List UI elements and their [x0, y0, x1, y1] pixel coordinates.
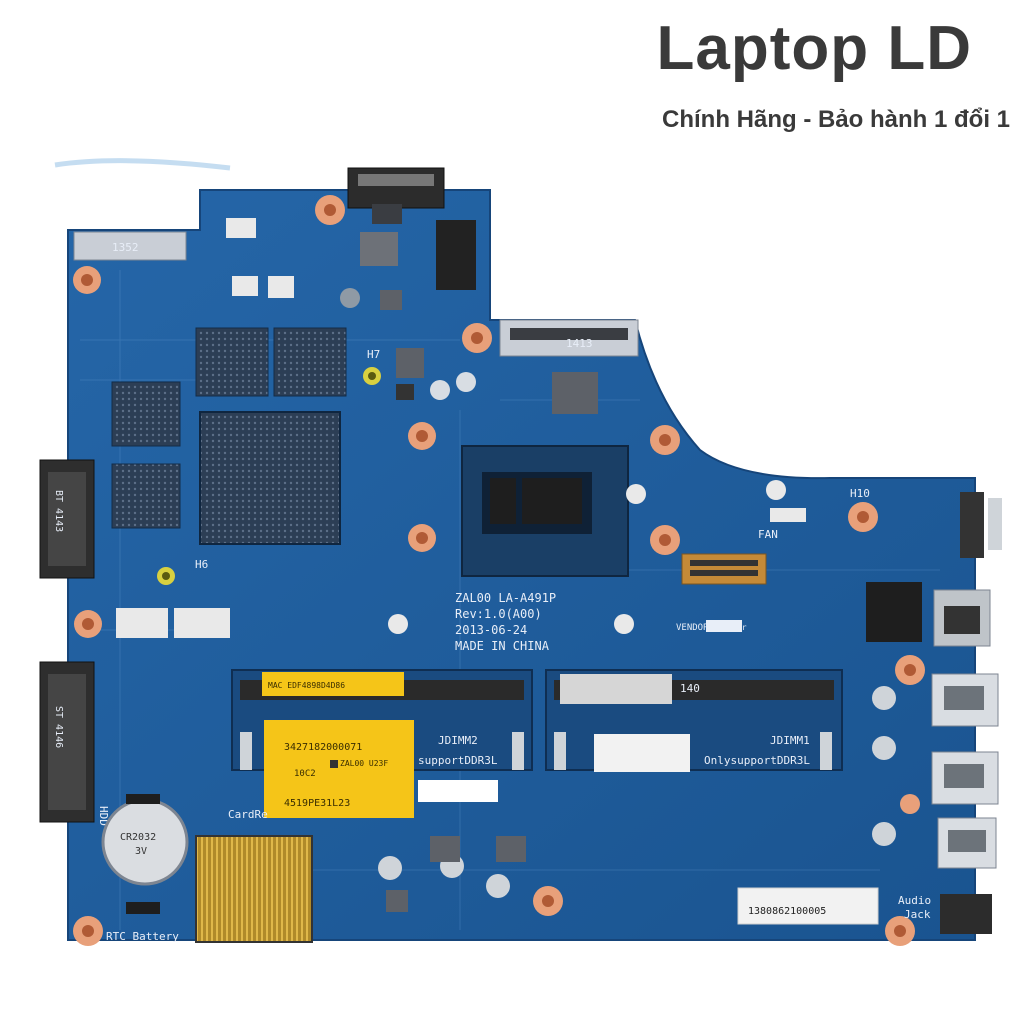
- board-date: 2013-06-24: [455, 623, 527, 637]
- board-vendor: VENDOR:: [676, 623, 714, 633]
- board-revision: Rev:1.0(A00): [455, 607, 542, 621]
- mac-sticker: [262, 672, 404, 696]
- label-sata-hdd: ST 4146: [53, 706, 64, 748]
- sticker-mac: MAC EDF4898D4D86: [268, 681, 345, 690]
- label-jdimm1: JDIMM1: [770, 734, 810, 747]
- label-cardreader: CardRe: [228, 808, 268, 821]
- serial-sticker: [264, 720, 414, 818]
- label-jdimm1-note: OnlysupportDDR3L: [704, 754, 810, 767]
- label-h10: H10: [850, 487, 870, 500]
- brand-subtitle: Chính Hãng - Bảo hành 1 đổi 1: [662, 106, 1010, 133]
- connector-top-label: 1352: [112, 241, 139, 254]
- sticker-s3: 10C2: [294, 769, 316, 779]
- sticker-barcode: 1380862100005: [748, 906, 826, 917]
- label-jdimm2-note: supportDDR3L: [418, 754, 498, 767]
- label-hdd: HDD: [97, 806, 110, 826]
- board-vendor-name: HannStar: [708, 623, 747, 632]
- connector-top2-label: 1413: [566, 337, 593, 350]
- board-model: ZAL00 LA-A491P: [455, 591, 556, 605]
- sticker-s2: ZAL00 U23F: [340, 759, 388, 768]
- card-reader-slot: [195, 835, 313, 943]
- battery-text-2: 3V: [135, 846, 147, 857]
- sticker-s4: 4519PE31L23: [284, 798, 350, 809]
- label-fan: FAN: [758, 528, 778, 541]
- label-audio: Audio: [898, 894, 931, 907]
- label-dimm: 140: [680, 682, 700, 695]
- power-components: [226, 204, 598, 414]
- sticker-s1: 3427182000071: [284, 742, 362, 753]
- barcode-sticker: [737, 887, 879, 925]
- battery-text-1: CR2032: [120, 832, 156, 843]
- screw-pads: [73, 195, 925, 946]
- label-jack: Jack: [904, 908, 931, 921]
- label-h6: H6: [195, 558, 208, 571]
- label-jdimm2: JDIMM2: [438, 734, 478, 747]
- label-rtc: RTC Battery: [106, 930, 179, 943]
- label-h7: H7: [367, 348, 380, 361]
- board-origin: MADE IN CHINA: [455, 639, 550, 653]
- motherboard-photo: 1352 H7 H6 H10: [0, 150, 1024, 950]
- brand-title: Laptop LD: [656, 14, 972, 83]
- label-sata-odd: BT 4143: [53, 490, 64, 532]
- motherboard-svg: 1352 H7 H6 H10: [39, 158, 1002, 946]
- capacitors: [330, 686, 896, 912]
